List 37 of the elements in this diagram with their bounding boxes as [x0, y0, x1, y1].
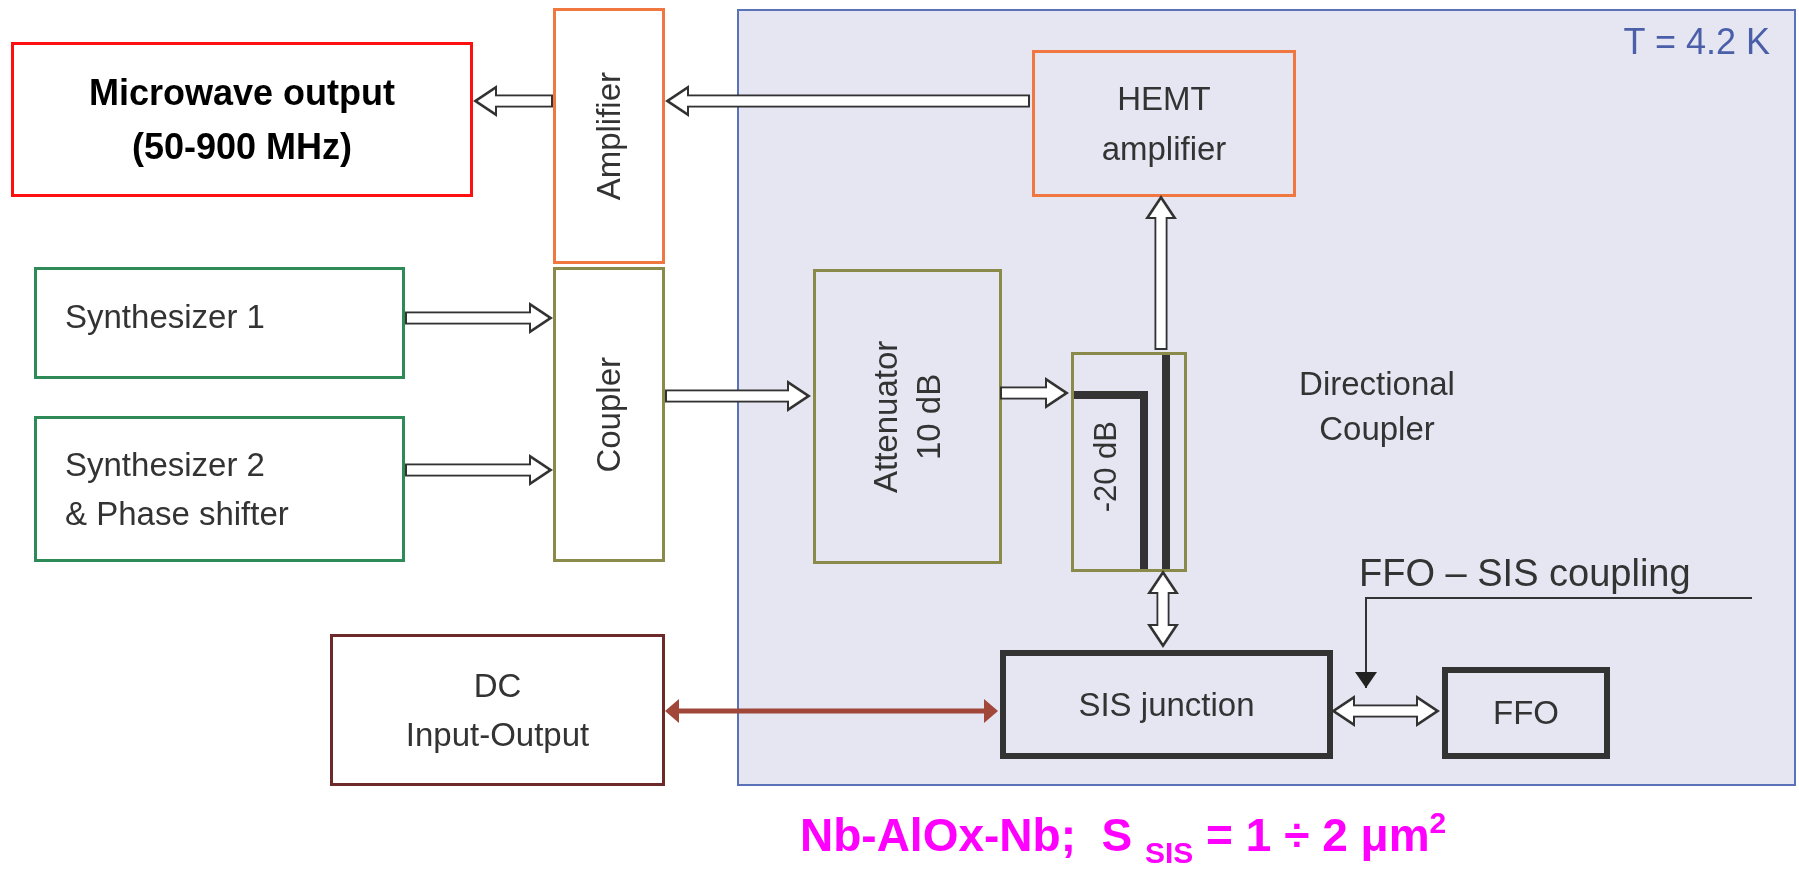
block-box	[1442, 667, 1610, 759]
arrow	[665, 85, 1030, 117]
block-box	[34, 416, 405, 562]
block-label: Synthesizer 2 & Phase shifter	[65, 444, 290, 534]
block-box	[330, 634, 665, 786]
leader-line	[1355, 597, 1753, 689]
block-box	[11, 42, 473, 197]
arrow	[1145, 195, 1177, 350]
arrow	[665, 380, 811, 412]
block-box	[553, 267, 665, 562]
block-label: Synthesizer 1	[65, 297, 265, 337]
block-label: HEMT amplifier	[1100, 79, 1228, 169]
arrow	[405, 302, 553, 334]
arrow	[473, 85, 553, 117]
attenuation-label: -20 dB	[1088, 421, 1124, 513]
block-label: Microwave output (50-900 MHz)	[88, 70, 396, 169]
block-label: FFO	[1493, 693, 1559, 734]
arrow	[405, 454, 553, 486]
cryostat-panel	[737, 9, 1796, 786]
component-caption: Directional Coupler	[1298, 364, 1456, 449]
callout-text: FFO – SIS coupling	[1359, 552, 1691, 594]
block-label: Amplifier	[588, 71, 628, 201]
arrow	[1147, 570, 1179, 648]
block-box	[553, 8, 665, 264]
block-label: SIS junction	[1078, 684, 1255, 725]
arrow	[1331, 695, 1440, 727]
block-box	[34, 267, 405, 379]
caption: Nb-AlOx-Nb; S $_{SIS}$ = 1 ÷ 2 μm$^{2}$	[800, 806, 1447, 870]
block-label: DC Input-Output	[405, 665, 590, 755]
block-label: Coupler	[588, 356, 628, 473]
block-box	[813, 269, 1002, 564]
arrow	[665, 699, 998, 723]
block-box	[1032, 50, 1296, 197]
block-label: Attenuator 10 dB	[865, 339, 948, 495]
block-box	[1000, 650, 1333, 759]
arrow	[1000, 377, 1069, 409]
temperature-label: T = 4.2 K	[1623, 21, 1770, 63]
